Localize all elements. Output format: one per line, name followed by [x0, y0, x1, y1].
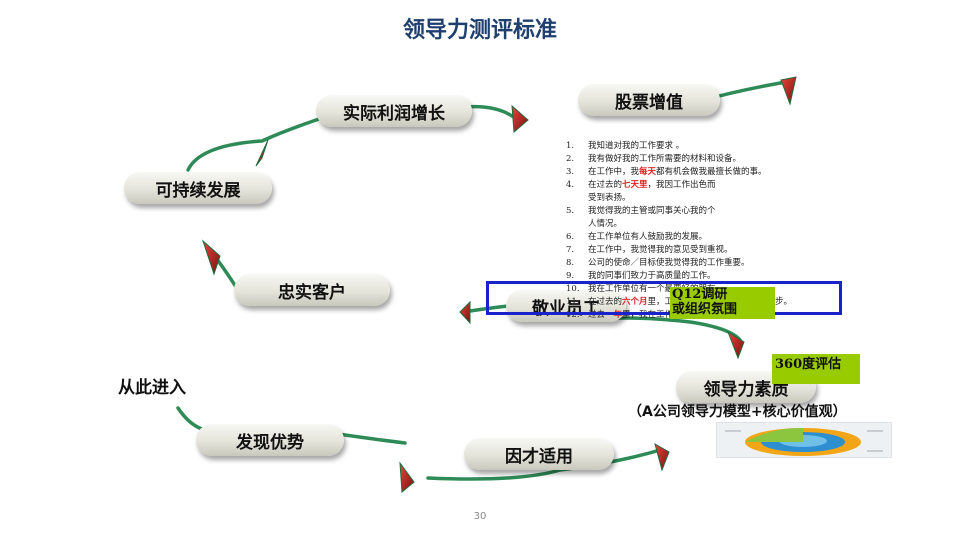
arrowhead-sustainable — [255, 139, 269, 167]
survey-item: 3. 在工作中，我每天都有机会做我最擅长做的事。 — [566, 166, 830, 179]
survey-item-text: 过去 — [588, 310, 606, 320]
survey-item-text: 在工作单位有人鼓励我的发展。 — [588, 232, 708, 242]
arrowhead-find — [399, 461, 415, 494]
survey-item: 4. 在过去的七天里，我因工作出色而 — [566, 179, 830, 192]
arrowhead-loyal — [201, 239, 221, 276]
survey-item-text: 我觉得我的主管或同事关心我的个 — [588, 206, 716, 216]
highlight-box — [486, 281, 842, 315]
survey-item-number: 9. — [566, 271, 575, 281]
arrow-engaged-to-loyal — [468, 304, 510, 313]
node-profit-growth: 实际利润增长 — [316, 95, 472, 127]
survey-item-text: 我在工作单位有一个最要好的朋友。 — [588, 284, 725, 294]
survey-item-highlight: 七天里 — [622, 180, 648, 190]
node-stock-value: 股票增值 — [578, 84, 720, 116]
survey-item-text: 都有机会做我最擅长做的事。 — [656, 167, 767, 177]
survey-item: 6. 在工作单位有人鼓励我的发展。 — [566, 231, 830, 244]
survey-item-text: 我的同事们致力于高质量的工作。 — [588, 271, 716, 281]
survey-item-highlight: 一年 — [605, 310, 623, 320]
leadership-model-subtitle: （A公司领导力模型+核心价值观） — [628, 404, 847, 420]
page-title: 领导力测评标准 — [402, 18, 557, 43]
survey-item-text: ，我因工作出色而 — [647, 180, 716, 190]
entry-label: 从此进入 — [118, 378, 186, 398]
survey-item-text: 我知道对我的工作要求 。 — [588, 141, 685, 151]
survey-item: 5. 我觉得我的主管或同事关心我的个 — [566, 205, 830, 218]
arrowhead-engaged — [459, 300, 471, 325]
node-sustainable-growth: 可持续发展 — [124, 172, 272, 204]
survey-item-text: 在工作中，我觉得我的意见受到重视。 — [588, 245, 733, 255]
leadership-model-thumbnail — [716, 422, 892, 458]
survey-item-number: 8. — [566, 258, 575, 268]
survey-item: 7. 在工作中，我觉得我的意见受到重视。 — [566, 244, 830, 257]
survey-item-text: 受到表扬。 — [588, 193, 631, 203]
survey-item: 10. 我在工作单位有一个最要好的朋友。 — [566, 283, 830, 296]
360-evaluation-tag: 360度评估 — [772, 354, 860, 384]
survey-item-number: 2. — [566, 154, 575, 164]
node-loyal-customers: 忠实客户 — [234, 274, 390, 306]
survey-item: 9. 我的同事们致力于高质量的工作。 — [566, 270, 830, 283]
survey-item-highlight: 每天 — [639, 167, 657, 177]
arrowhead-leadership — [726, 330, 745, 360]
survey-item: 2. 我有做好我的工作所需要的材料和设备。 — [566, 153, 830, 166]
page-number: 30 — [473, 511, 487, 522]
survey-item-text: 在过去的 — [588, 180, 623, 190]
survey-item: 人情况。 — [566, 218, 830, 231]
survey-item-number: 6. — [566, 232, 575, 242]
node-find-talent: 发现优势 — [196, 424, 344, 456]
survey-item-number: 12. — [566, 310, 580, 320]
survey-item-number: 5. — [566, 206, 575, 216]
survey-item-text: 在过去的 — [588, 297, 623, 307]
q12-tag-line1: Q12调研 — [672, 287, 728, 302]
arrow-sustainable-to-profit — [186, 115, 327, 172]
arrowhead-fit — [654, 442, 670, 472]
survey-item-number: 11. — [566, 297, 580, 307]
arrow-find-to-fit — [336, 432, 407, 445]
survey-item-number: 3. — [566, 167, 575, 177]
survey-item: 受到表扬。 — [566, 192, 830, 205]
survey-item-text: 人情况。 — [588, 219, 623, 229]
node-right-person-right-job: 因才适用 — [464, 438, 614, 470]
survey-item-number: 10. — [566, 284, 580, 294]
survey-item-number: 4. — [566, 180, 575, 190]
survey-item-text: 我有做好我的工作所需要的材料和设备。 — [588, 154, 742, 164]
survey-item-text: 公司的使命／目标使我觉得我的工作重要。 — [588, 258, 750, 268]
survey-item-highlight: 六个月 — [622, 297, 648, 307]
survey-item: 8. 公司的使命／目标使我觉得我的工作重要。 — [566, 257, 830, 270]
survey-item-number: 1. — [566, 141, 575, 151]
arrowhead-stock — [780, 76, 797, 106]
survey-item: 1. 我知道对我的工作要求 。 — [566, 140, 830, 153]
q12-tag-line2: 或组织氛围 — [672, 302, 738, 317]
q12-survey-tag: Q12调研 或组织氛围 — [670, 287, 775, 319]
node-leadership-quality: 领导力素质 — [676, 371, 816, 403]
arrow-fit-to-leadership — [426, 448, 662, 481]
survey-item-number: 7. — [566, 245, 575, 255]
survey-item-text: 在工作中，我 — [588, 167, 640, 177]
arrowhead-profit — [511, 104, 529, 134]
